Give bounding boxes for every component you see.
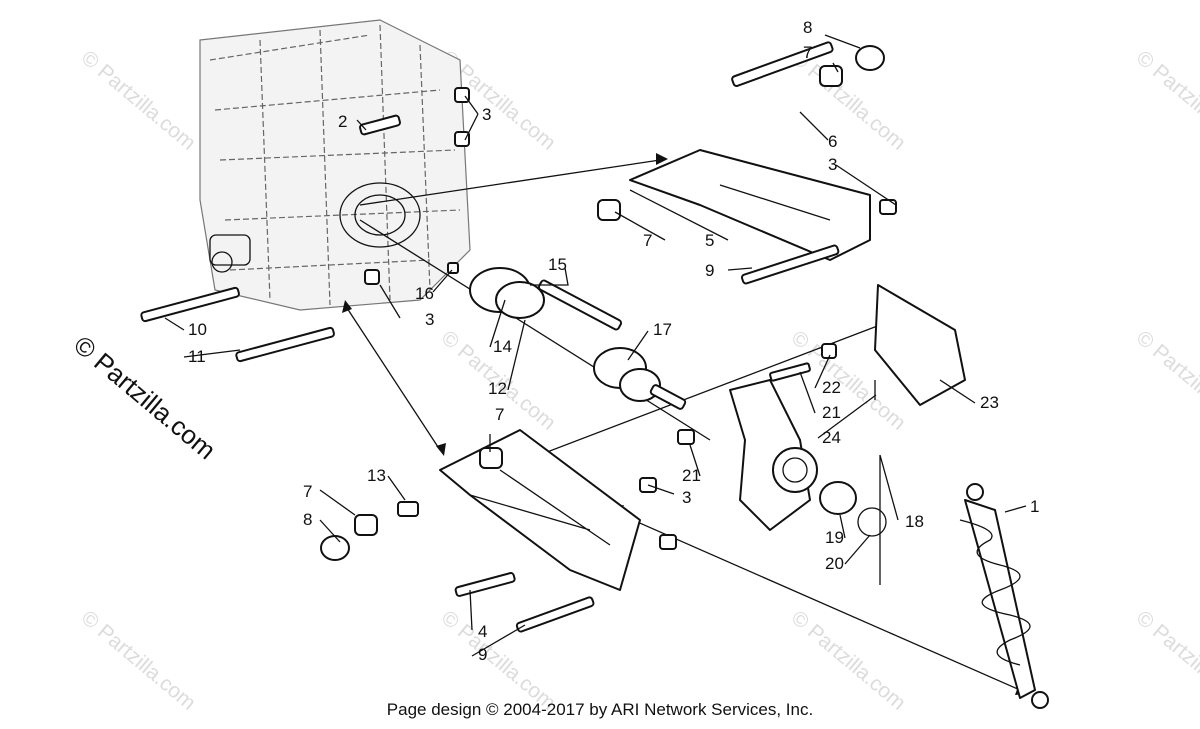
watermark-text: © Partzilla.com — [77, 606, 200, 715]
callout-label: 18 — [905, 512, 924, 531]
callout-label: 24 — [822, 428, 841, 447]
callout-label: 20 — [825, 554, 844, 573]
callout-label: 23 — [980, 393, 999, 412]
knuckle-assembly — [677, 284, 966, 537]
callout-label: 2 — [338, 112, 347, 131]
watermark-text: © Partzilla.com — [1132, 46, 1200, 155]
watermark-text: © Partzilla.com — [1132, 326, 1200, 435]
callout-label: 3 — [425, 310, 434, 329]
upper-a-arm — [597, 41, 897, 285]
callout-label: 7 — [803, 43, 812, 62]
callout-label: 7 — [643, 231, 652, 250]
callout-label: 14 — [493, 337, 512, 356]
vehicle-frame-illustration — [199, 19, 471, 311]
watermark-text: © Partzilla.com — [787, 46, 910, 155]
callout-label: 11 — [188, 347, 206, 366]
callout-label: 22 — [822, 378, 841, 397]
callout-label: 8 — [303, 510, 312, 529]
callout-label: 13 — [367, 466, 386, 485]
watermark-text: © Partzilla.com — [77, 46, 200, 155]
callout-label: 8 — [803, 18, 812, 37]
frame-hardware — [140, 87, 470, 363]
callout-label: 1 — [1030, 497, 1039, 516]
callout-label: 7 — [303, 482, 312, 501]
callout-label: 6 — [828, 132, 837, 151]
callout-label: 4 — [478, 622, 487, 641]
callout-label: 21 — [822, 403, 841, 422]
callout-label: 19 — [825, 528, 844, 547]
callout-label: 9 — [705, 261, 714, 280]
callout-label: 17 — [653, 320, 672, 339]
callout-labels: 1 2 3 3 3 3 4 5 6 7 7 7 7 8 8 9 9 10 11 … — [164, 18, 1039, 664]
lower-a-arm — [320, 429, 677, 633]
watermark-text: © Partzilla.com — [787, 606, 910, 715]
callout-label: 12 — [488, 379, 507, 398]
callout-label: 3 — [482, 105, 491, 124]
callout-label: 3 — [828, 155, 837, 174]
shock-absorber — [959, 483, 1049, 709]
callout-label: 21 — [682, 466, 701, 485]
callout-label: 16 — [415, 284, 434, 303]
callout-label: 5 — [705, 231, 714, 250]
callout-label: 10 — [188, 320, 207, 339]
callout-label: 9 — [478, 645, 487, 664]
callout-label: 15 — [548, 255, 567, 274]
callout-label: 3 — [682, 488, 691, 507]
callout-label: 7 — [495, 405, 504, 424]
watermark-text: © Partzilla.com — [1132, 606, 1200, 715]
copyright-footer: Page design © 2004-2017 by ARI Network S… — [386, 700, 814, 719]
drive-shaft — [469, 267, 687, 410]
